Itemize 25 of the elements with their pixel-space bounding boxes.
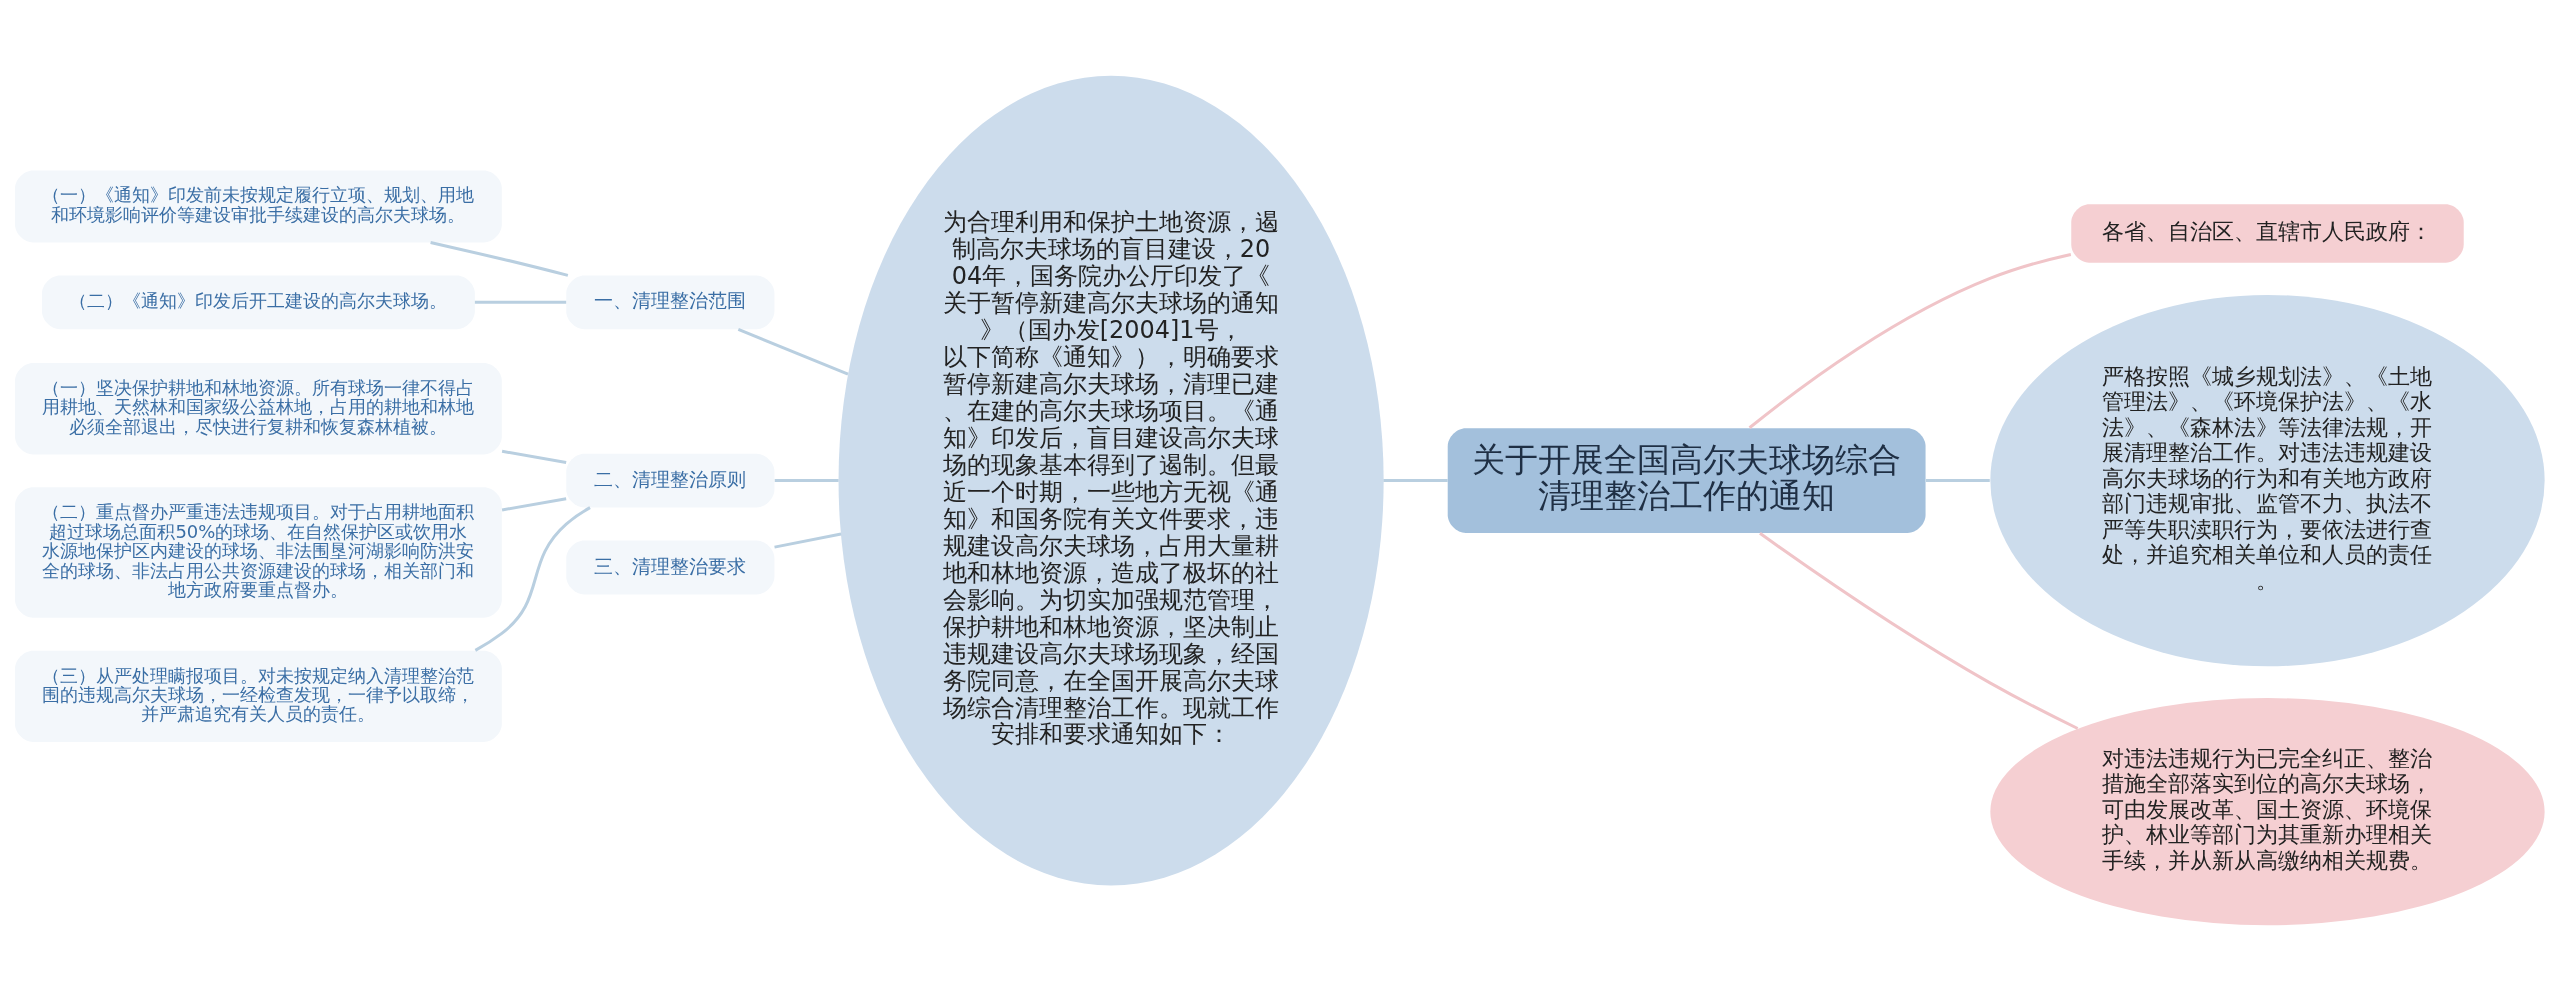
connector <box>1748 252 2072 429</box>
connector <box>474 506 591 652</box>
connector <box>474 300 567 304</box>
connector <box>1925 479 1990 483</box>
node-box: （二）重点督办严重违法违规项目。对于占用耕地面积超过球场总面积50%的球场、在自然保护区或饮用水水源地保护区内建设的球场、非法围垦河湖影响防洪安全的球场、非法占用公共资源建设的球场，相关部门和地方政府要重点督办。 <box>15 487 502 618</box>
node-ellipse: 严格按照《城乡规划法》、《土地管理法》、《环境保护法》、《水法》、《森林法》等法律法规，开展清理整治工作。对违法违规建设高尔夫球场的行为和有关地方政府部门违规审批、监管不力、执法不严等失职渎职行为，要依法进行查处，并追究相关单位和人员的责任。 <box>1990 294 2545 667</box>
connector <box>1759 532 2079 730</box>
node-ellipse: 为合理利用和保护土地资源，遏制高尔夫球场的盲目建设，2004年，国务院办公厅印发了《关于暂停新建高尔夫球场的通知》（国办发[2004]1号，以下简称《通知》），明确要求暂停新建高尔夫球场，清理已建、在建的高尔夫球场项目。《通知》印发后，盲目建设高尔夫球场的现象基本得到了遏制。但最近一个时期，一些地方无视《通知》和国务院有关文件要求，违规建设高尔夫球场，占用大量耕地和林地资源，造成了极坏的社会影响。为切实加强规范管理，保护耕地和林地资源，坚决制止违规建设高尔夫球场现象，经国务院同意，在全国开展高尔夫球场综合清理整治工作。现就工作安排和要求通知如下： <box>838 75 1384 886</box>
node-box: （二）《通知》印发后开工建设的高尔夫球场。 <box>41 275 475 330</box>
node-box: 三、清理整治要求 <box>566 540 775 595</box>
node-box: 一、清理整治范围 <box>566 275 775 330</box>
node-box: （一）坚决保护耕地和林地资源。所有球场一律不得占用耕地、天然林和国家级公益林地，占用的耕地和林地必须全部退出，尽快进行复耕和恢复森林植被。 <box>15 363 502 455</box>
node-box: 各省、自治区、直辖市人民政府： <box>2071 204 2464 263</box>
node-box: 二、清理整治原则 <box>566 453 775 508</box>
connector <box>501 497 567 512</box>
node-box: （一）《通知》印发前未按规定履行立项、规划、用地和环境影响评价等建设审批手续建设的高尔夫球场。 <box>15 170 502 243</box>
connector <box>737 328 849 376</box>
connector <box>774 532 842 549</box>
connector <box>501 449 567 465</box>
node-box: 关于开展全国高尔夫球场综合清理整治工作的通知 <box>1447 428 1926 534</box>
connector <box>1383 479 1448 483</box>
connector <box>774 479 839 483</box>
connector <box>430 241 569 277</box>
node-box: （三）从严处理瞒报项目。对未按规定纳入清理整治范围的违规高尔夫球场，一经检查发现，一律予以取缔，并严肃追究有关人员的责任。 <box>15 650 502 742</box>
node-ellipse: 对违法违规行为已完全纠正、整治措施全部落实到位的高尔夫球场，可由发展改革、国土资源、环境保护、林业等部门为其重新办理相关手续，并从新从高缴纳相关规费。 <box>1990 698 2545 926</box>
